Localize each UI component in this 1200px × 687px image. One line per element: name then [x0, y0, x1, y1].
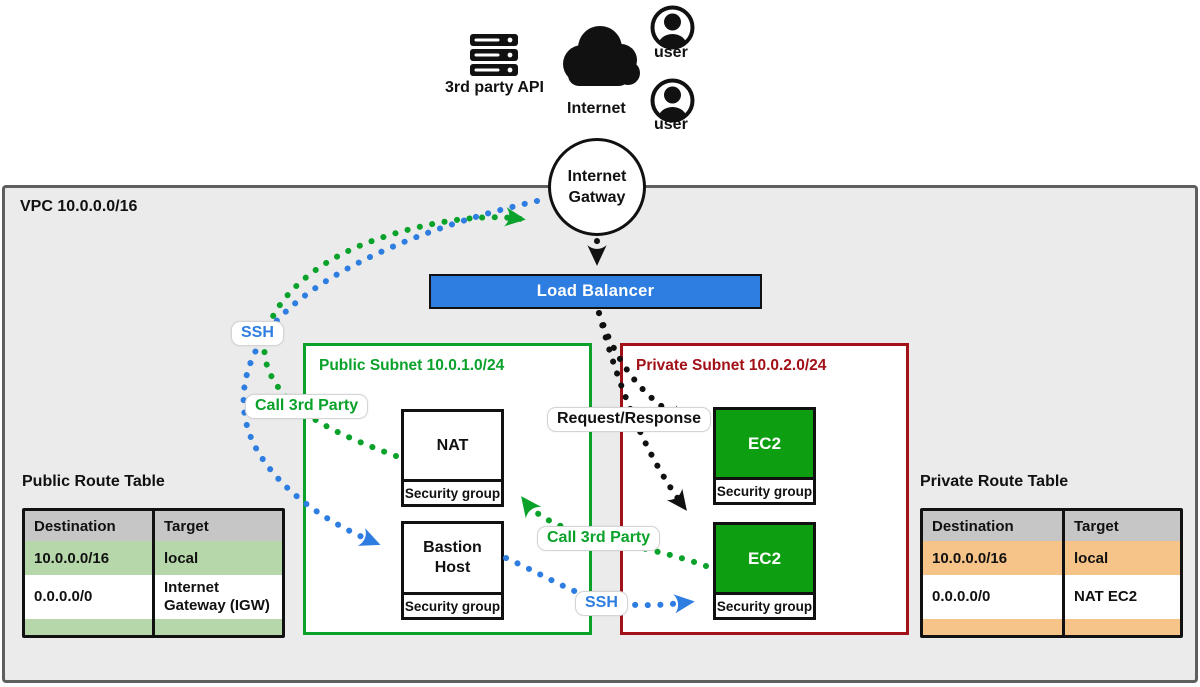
internet-gateway-node: Internet Gatway — [548, 138, 646, 236]
table-cell: NAT EC2 — [1065, 575, 1180, 619]
nat-node: NAT Security group — [401, 409, 504, 507]
request-response-badge: Request/Response — [547, 407, 712, 432]
public-subnet-title: Public Subnet 10.0.1.0/24 — [319, 357, 505, 374]
internet-label: Internet — [567, 100, 626, 117]
table-cell-empty — [1065, 619, 1180, 635]
call-3rd-party-private-badge: Call 3rd Party — [537, 526, 661, 551]
load-balancer-label: Load Balancer — [536, 282, 655, 300]
public-subnet: Public Subnet 10.0.1.0/24 NAT Security g… — [303, 343, 592, 635]
table-cell: 10.0.0.0/16 — [25, 541, 155, 575]
user1-label: user — [654, 44, 688, 61]
load-balancer-node: Load Balancer — [429, 274, 762, 309]
private-route-table: Destination Target 10.0.0.0/16 local 0.0… — [920, 508, 1183, 638]
nat-security-group-label: Security group — [404, 479, 501, 504]
column-header: Target — [1065, 511, 1180, 541]
column-header: Destination — [25, 511, 155, 541]
ssh-inbound-badge: SSH — [231, 321, 284, 346]
table-cell: 0.0.0.0/0 — [923, 575, 1065, 619]
private-subnet-title: Private Subnet 10.0.2.0/24 — [636, 357, 827, 374]
igw-label-line2: Gatway — [568, 189, 626, 206]
nat-label: NAT — [436, 436, 469, 454]
table-cell: 10.0.0.0/16 — [923, 541, 1065, 575]
user-icon — [650, 78, 695, 123]
igw-label-line1: Internet — [567, 168, 627, 185]
ec2-top-security-group-label: Security group — [716, 477, 813, 502]
table-cell-empty — [923, 619, 1065, 635]
public-route-table-title: Public Route Table — [22, 473, 165, 490]
server-icon — [470, 34, 518, 76]
bastion-host-node: Bastion Host Security group — [401, 521, 504, 620]
private-route-table-title: Private Route Table — [920, 473, 1069, 490]
bastion-security-group-label: Security group — [404, 592, 501, 617]
ec2-bottom-security-group-label: Security group — [716, 592, 813, 617]
column-header: Target — [155, 511, 282, 541]
column-header: Destination — [923, 511, 1065, 541]
table-cell-empty — [25, 619, 155, 635]
ec2-bottom-node: EC2 Security group — [713, 522, 816, 620]
third-party-api-label: 3rd party API — [445, 79, 544, 96]
table-cell: local — [155, 541, 282, 575]
user2-label: user — [654, 116, 688, 133]
vpc-label: VPC 10.0.0.0/16 — [20, 198, 138, 215]
user-icon — [650, 5, 695, 50]
public-route-table: Destination Target 10.0.0.0/16 local 0.0… — [22, 508, 285, 638]
table-cell: Internet Gateway (IGW) — [155, 575, 282, 619]
ssh-private-badge: SSH — [575, 591, 628, 616]
ec2-bottom-label: EC2 — [716, 525, 813, 592]
ec2-top-node: EC2 Security group — [713, 407, 816, 505]
table-cell: local — [1065, 541, 1180, 575]
table-cell-empty — [155, 619, 282, 635]
internet-cloud-icon — [563, 26, 640, 86]
bastion-host-label: Bastion Host — [423, 539, 482, 576]
ec2-top-label: EC2 — [716, 410, 813, 477]
call-3rd-party-outbound-badge: Call 3rd Party — [245, 394, 369, 419]
table-cell: 0.0.0.0/0 — [25, 575, 155, 619]
private-subnet: Private Subnet 10.0.2.0/24 EC2 Security … — [620, 343, 909, 635]
